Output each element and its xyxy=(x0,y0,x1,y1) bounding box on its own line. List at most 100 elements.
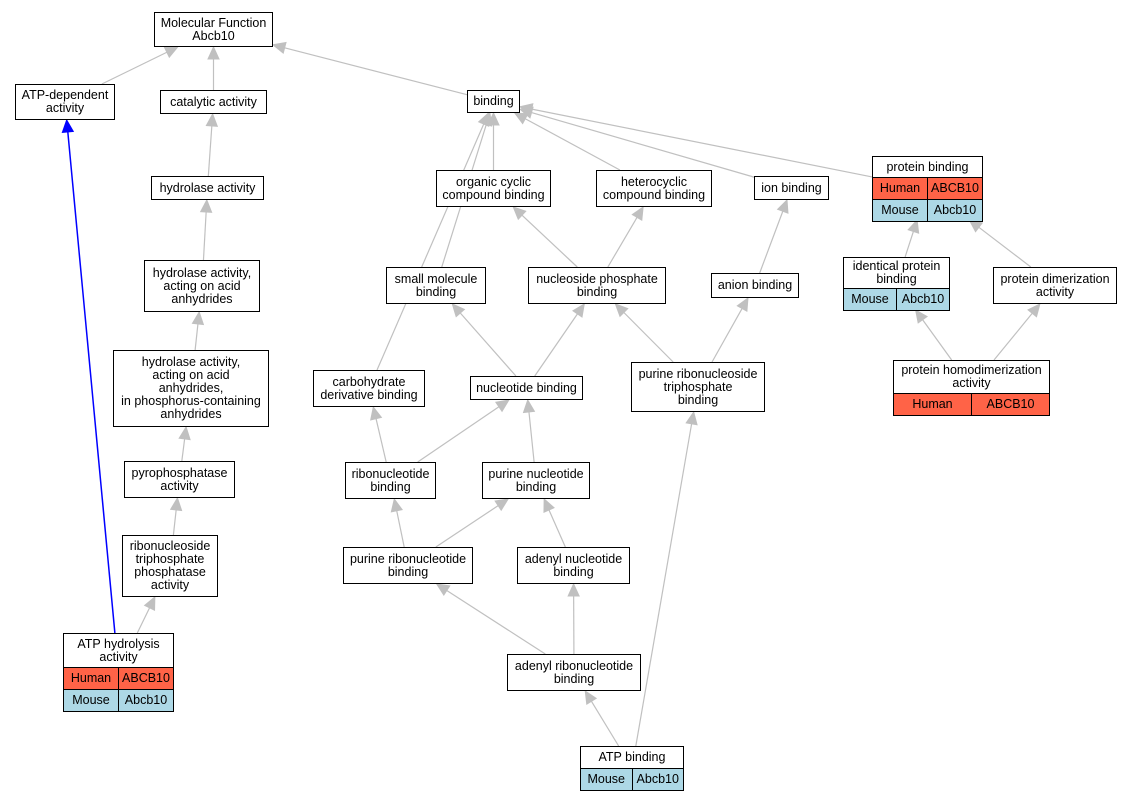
term-label: identical protein binding xyxy=(852,259,941,286)
term-label: protein binding xyxy=(886,159,969,174)
gene-cell: ABCB10 xyxy=(971,394,1049,415)
term-label: ribonucleoside triphosphate phosphatase … xyxy=(129,539,211,592)
edge-hydrolase_acid-to-hydrolase xyxy=(202,211,207,261)
go-term-mf[interactable]: Molecular Function Abcb10 xyxy=(154,12,273,47)
go-term-purine-nucleotide[interactable]: purine nucleotide binding xyxy=(482,462,590,499)
arrowhead xyxy=(522,398,536,414)
term-label: adenyl nucleotide binding xyxy=(524,551,623,579)
go-term-hydrolase-acid[interactable]: hydrolase activity, acting on acid anhyd… xyxy=(144,260,260,312)
gene-cell: ABCB10 xyxy=(118,668,173,689)
term-label: protein homodimerization activity xyxy=(901,363,1042,390)
species-cell: Mouse xyxy=(64,690,118,711)
term-label: purine ribonucleoside triphosphate bindi… xyxy=(638,366,758,407)
edge-nucleotide_binding-to-nucleoside_phosphate xyxy=(534,313,578,377)
term-label: ATP-dependent activity xyxy=(21,88,109,115)
go-term-catalytic[interactable]: catalytic activity xyxy=(160,90,267,114)
go-term-purine-ribonucleotide[interactable]: purine ribonucleotide binding xyxy=(343,547,473,584)
go-term-heterocyclic[interactable]: heterocyclic compound binding xyxy=(596,170,712,207)
go-term-adenyl-ribonucleotide[interactable]: adenyl ribonucleotide binding xyxy=(507,654,641,691)
edge-pyrophosphatase-to-hydrolase_phos xyxy=(181,438,186,462)
term-label: ATP binding xyxy=(598,750,666,764)
edge-identical_protein-to-protein_binding xyxy=(904,231,914,258)
edge-protein_homodimerization-to-identical_protein xyxy=(922,319,953,361)
edge-purine_ribonucleotide-to-ribonucleotide xyxy=(396,510,405,548)
gene-cell: ABCB10 xyxy=(927,178,982,199)
edge-adenyl_nucleotide-to-purine_nucleotide xyxy=(548,509,566,548)
edge-binding-to-mf xyxy=(284,47,468,96)
species-cell: Mouse xyxy=(844,289,896,310)
go-term-ion-binding[interactable]: ion binding xyxy=(754,176,829,200)
arrowhead xyxy=(199,198,213,213)
arrowhead xyxy=(567,582,580,597)
edge-ion_binding-to-binding xyxy=(531,111,755,178)
edge-heterocyclic-to-binding xyxy=(524,118,621,171)
arrowhead xyxy=(776,198,789,214)
edge-nucleotide_binding-to-small_molecule xyxy=(459,312,517,377)
edge-hydrolase-to-catalytic xyxy=(207,125,213,177)
term-label: carbohydrate derivative binding xyxy=(320,374,418,402)
arrowhead xyxy=(205,112,219,127)
term-label: nucleoside phosphate binding xyxy=(536,271,658,299)
go-term-binding[interactable]: binding xyxy=(467,90,520,113)
edge-rntp_phosphatase-to-pyrophosphatase xyxy=(172,509,177,536)
arrowhead xyxy=(685,410,698,426)
arrowhead xyxy=(914,309,929,324)
go-term-organic-cyclic[interactable]: organic cyclic compound binding xyxy=(436,170,551,207)
gene-cell: Abcb10 xyxy=(631,769,683,790)
edge-purine_rntp_binding-to-nucleoside_phosphate xyxy=(623,312,674,363)
edge-atp_hydrolysis-to-rntp_phosphatase xyxy=(136,607,151,634)
go-term-carbohydrate-deriv[interactable]: carbohydrate derivative binding xyxy=(313,370,425,407)
edge-adenyl_ribonucleotide-to-purine_ribonucleotide xyxy=(446,589,546,655)
species-cell: Mouse xyxy=(581,769,632,790)
species-cell: Mouse xyxy=(873,200,927,221)
go-term-nucleoside-phosphate[interactable]: nucleoside phosphate binding xyxy=(528,267,666,304)
arrowhead xyxy=(370,405,383,421)
edge-protein_binding-to-binding xyxy=(531,108,873,178)
edge-protein_homodimerization-to-protein_dimerization xyxy=(993,312,1033,361)
go-term-pyrophosphatase[interactable]: pyrophosphatase activity xyxy=(124,461,235,498)
go-term-purine-rntp-binding[interactable]: purine ribonucleoside triphosphate bindi… xyxy=(631,362,765,412)
term-label: nucleotide binding xyxy=(476,380,577,395)
go-term-small-molecule[interactable]: small molecule binding xyxy=(386,267,486,304)
go-term-anion-binding[interactable]: anion binding xyxy=(711,273,799,298)
go-term-nucleotide-binding[interactable]: nucleotide binding xyxy=(470,376,583,400)
go-term-atpdep[interactable]: ATP-dependent activity xyxy=(15,84,115,120)
species-cell: Human xyxy=(873,178,927,199)
arrowhead xyxy=(572,303,585,318)
edge-ribonucleotide-to-carbohydrate_deriv xyxy=(375,418,387,463)
go-term-adenyl-nucleotide[interactable]: adenyl nucleotide binding xyxy=(517,547,630,584)
edge-atp_binding-to-purine_rntp_binding xyxy=(635,423,693,747)
term-label: hydrolase activity, acting on acid anhyd… xyxy=(121,355,261,421)
go-term-hydrolase[interactable]: hydrolase activity xyxy=(151,176,264,200)
arrowhead xyxy=(271,41,287,54)
go-term-protein-dimerization[interactable]: protein dimerization activity xyxy=(993,267,1117,304)
species-cell: Human xyxy=(894,394,971,415)
go-term-rntp-phosphatase[interactable]: ribonucleoside triphosphate phosphatase … xyxy=(122,535,218,597)
term-label: Molecular Function Abcb10 xyxy=(160,15,267,43)
arrowhead xyxy=(494,399,510,413)
arrowhead xyxy=(390,497,403,513)
edge-nucleoside_phosphate-to-organic_cyclic xyxy=(521,214,578,268)
arrowhead xyxy=(178,425,191,441)
go-term-hydrolase-phos[interactable]: hydrolase activity, acting on acid anhyd… xyxy=(113,350,269,427)
edge-purine_nucleotide-to-nucleotide_binding xyxy=(528,411,535,463)
go-term-ribonucleotide[interactable]: ribonucleotide binding xyxy=(345,462,436,499)
arrowhead xyxy=(1027,303,1041,318)
term-label: pyrophosphatase activity xyxy=(131,465,228,493)
arrowhead xyxy=(61,118,75,134)
arrowhead xyxy=(614,303,629,318)
term-label: hydrolase activity xyxy=(159,180,256,195)
term-label: binding xyxy=(473,94,514,108)
